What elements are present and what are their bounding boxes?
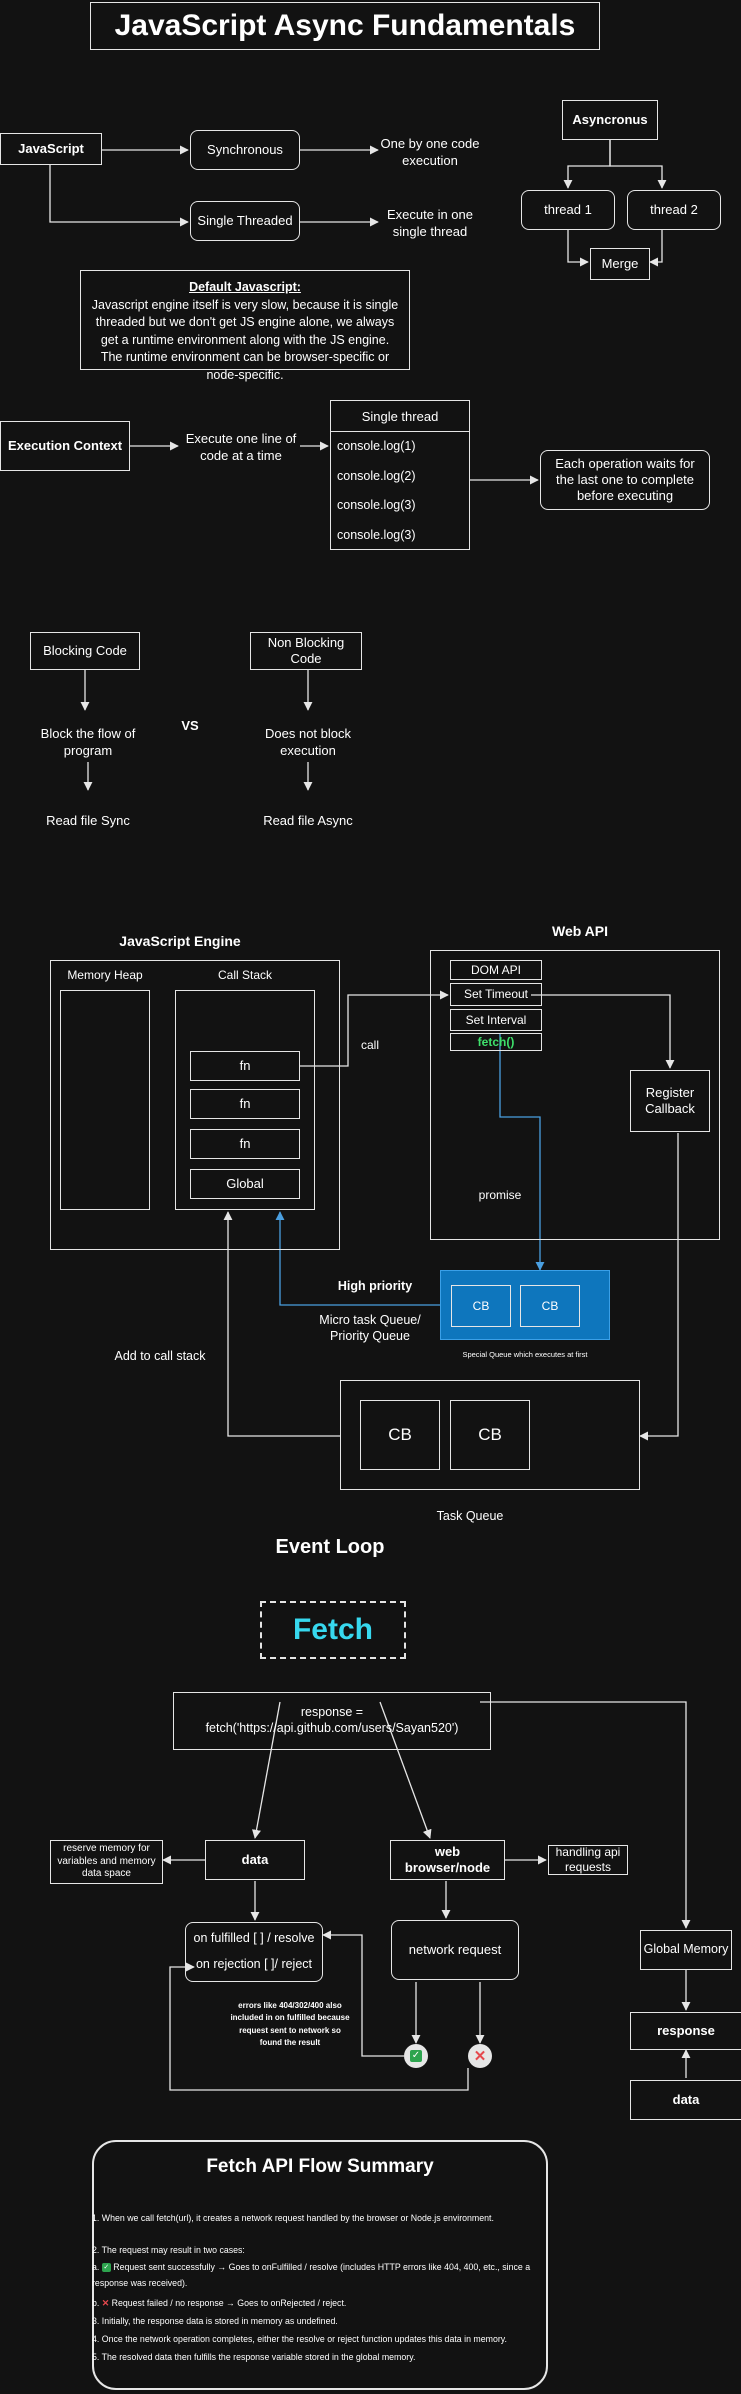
thread-2-node: thread 2 (627, 190, 721, 230)
cross-icon: ✕ (101, 2298, 110, 2308)
page-title: JavaScript Async Fundamentals (90, 2, 600, 50)
memory-heap-box (60, 990, 150, 1210)
summary-line: Request failed / no response → Goes to o… (111, 2298, 347, 2308)
single-thread-heading: Single thread (331, 401, 469, 432)
register-callback-node: Register Callback (630, 1070, 710, 1132)
dom-api-item: DOM API (450, 960, 542, 980)
not-block-text: Does not block execution (265, 726, 351, 758)
asyncronus-node: Asyncronus (562, 100, 658, 140)
javascript-node: JavaScript (0, 133, 102, 165)
check-icon: ✓ (101, 2263, 111, 2273)
promise-label: promise (478, 1188, 522, 1202)
memory-heap-label: Memory Heap (67, 968, 143, 982)
note-heading: Default Javascript: (189, 280, 301, 294)
single-threaded-node: Single Threaded (190, 201, 300, 241)
call-stack-label: Call Stack (217, 968, 273, 982)
blocking-code-node: Blocking Code (30, 632, 140, 670)
task-queue-cb: CB (450, 1400, 530, 1470)
task-queue-cb: CB (360, 1400, 440, 1470)
summary-line: 2. The request may result in two cases: (92, 2245, 245, 2255)
stack-frame-global: Global (190, 1169, 300, 1199)
summary-item-b: b. ✕ Request failed / no response → Goes… (92, 2295, 346, 2312)
web-api-heading: Web API (551, 923, 608, 939)
summary-item-a: a. ✓ Request sent successfully → Goes to… (92, 2259, 562, 2292)
response-node: response (630, 2012, 741, 2050)
summary-line: 4. Once the network operation completes,… (92, 2334, 507, 2344)
response-fetch-node: response = fetch('https://api.github.com… (173, 1692, 491, 1750)
waits-node: Each operation waits for the last one to… (540, 450, 710, 510)
task-queue-label: Task Queue (436, 1509, 504, 1523)
errors-note: errors like 404/302/400 also included in… (230, 2001, 350, 2048)
on-rejection-label: on rejection [ ]/ reject (195, 1957, 313, 1971)
cross-icon: ✕ (468, 2044, 492, 2068)
read-async-text: Read file Async (263, 813, 353, 828)
execute-line-text: Execute one line of code at a time (185, 431, 297, 463)
task-queue-box (340, 1380, 640, 1490)
data-node: data (205, 1840, 305, 1880)
fetch-summary-card: Fetch API Flow Summary 1. When we call f… (92, 2140, 548, 2390)
micro-queue-cb: CB (520, 1285, 580, 1327)
summary-line: 3. Initially, the response data is store… (92, 2316, 338, 2326)
set-interval-item: Set Interval (450, 1009, 542, 1031)
execute-one-thread-text: Execute in one single thread (386, 207, 473, 239)
summary-line: 1. When we call fetch(url), it creates a… (92, 2213, 494, 2223)
console-log-line: console.log(3) (337, 498, 416, 512)
special-queue-note: Special Queue which executes at first (462, 1350, 588, 1359)
stack-frame-fn: fn (190, 1051, 300, 1081)
data-result-node: data (630, 2080, 741, 2120)
block-flow-text: Block the flow of program (40, 726, 136, 758)
console-log-line: console.log(1) (337, 439, 416, 453)
web-api-box (430, 950, 720, 1240)
summary-prefix-b: b. (92, 2298, 100, 2308)
fulfilled-rejection-box: on fulfilled [ ] / resolve on rejection … (185, 1922, 323, 1982)
summary-title: Fetch API Flow Summary (206, 2156, 434, 2177)
single-thread-box: Single thread console.log(1) console.log… (330, 400, 470, 550)
stack-frame-fn: fn (190, 1129, 300, 1159)
micro-queue-cb: CB (451, 1285, 511, 1327)
vs-label: VS (181, 718, 199, 733)
non-blocking-code-node: Non Blocking Code (250, 632, 362, 670)
web-browser-node: web browser/node (390, 1840, 505, 1880)
merge-node: Merge (590, 248, 650, 280)
js-engine-box (50, 960, 340, 1250)
console-log-line: console.log(3) (337, 528, 416, 542)
high-priority-label: High priority (337, 1279, 413, 1293)
one-by-one-text: One by one code execution (380, 136, 480, 168)
call-label: call (360, 1038, 379, 1052)
micro-task-queue-box (440, 1270, 610, 1340)
js-engine-heading: JavaScript Engine (119, 933, 241, 949)
add-to-call-stack-label: Add to call stack (114, 1349, 206, 1363)
reserve-memory-node: reserve memory for variables and memory … (50, 1840, 163, 1884)
call-stack-box (175, 990, 315, 1210)
event-loop-heading: Event Loop (275, 1536, 385, 1558)
handling-api-node: handling api requests (548, 1845, 628, 1875)
network-request-node: network request (391, 1920, 519, 1980)
execution-context-node: Execution Context (0, 421, 130, 471)
read-sync-text: Read file Sync (46, 813, 130, 828)
global-memory-node: Global Memory (640, 1930, 732, 1970)
console-log-line: console.log(2) (337, 469, 416, 483)
stack-frame-fn: fn (190, 1089, 300, 1119)
note-body: Javascript engine itself is very slow, b… (91, 297, 399, 382)
synchronous-node: Synchronous (190, 130, 300, 170)
on-fulfilled-label: on fulfilled [ ] / resolve (193, 1931, 315, 1946)
thread-1-node: thread 1 (521, 190, 615, 230)
fetch-logo: Fetch (260, 1601, 406, 1659)
fetch-item: fetch() (450, 1033, 542, 1051)
summary-prefix-a: a. (92, 2262, 100, 2272)
summary-line: 5. The resolved data then fulfills the r… (92, 2352, 416, 2362)
summary-line: Request sent successfully → Goes to onFu… (92, 2262, 531, 2289)
default-javascript-note: Default Javascript: Javascript engine it… (80, 270, 410, 382)
set-timeout-item: Set Timeout (450, 983, 542, 1006)
micro-queue-label: Micro task Queue/ Priority Queue (319, 1313, 421, 1344)
check-icon: ✓ (404, 2044, 428, 2068)
